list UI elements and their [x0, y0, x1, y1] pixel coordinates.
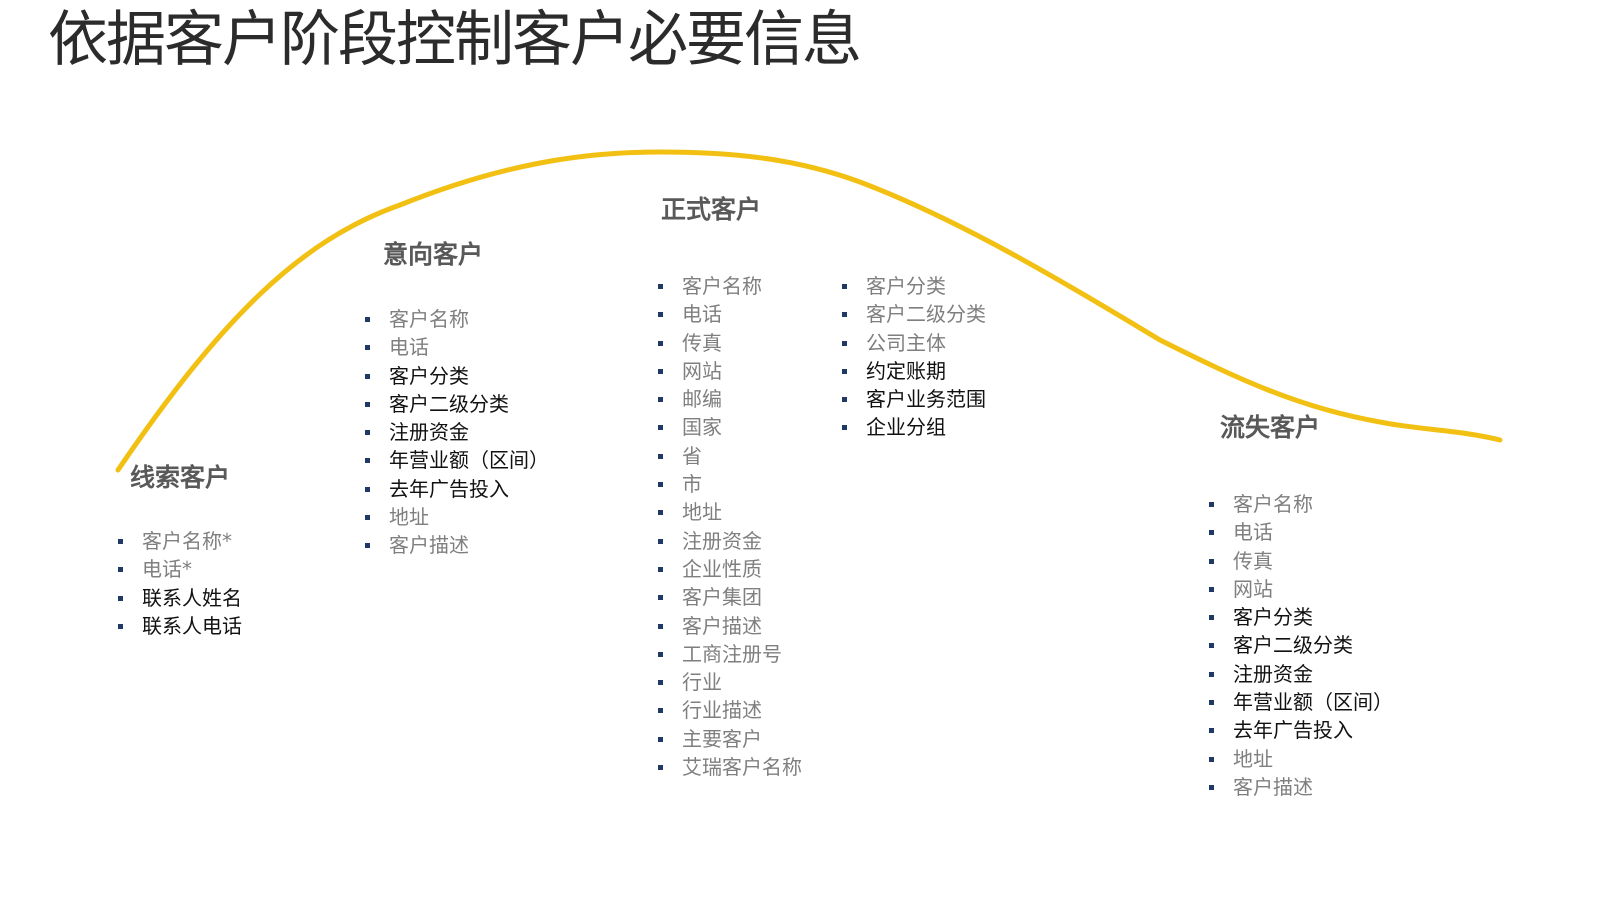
field-item: 年营业额（区间）	[1209, 688, 1393, 716]
field-item: 电话	[658, 300, 802, 328]
field-item: 国家	[658, 413, 802, 441]
field-item: 电话*	[118, 555, 242, 583]
field-item: 客户分类	[365, 362, 549, 390]
field-item: 客户描述	[1209, 773, 1393, 801]
field-item: 工商注册号	[658, 640, 802, 668]
field-item: 主要客户	[658, 725, 802, 753]
field-item: 客户二级分类	[1209, 631, 1393, 659]
field-item: 客户分类	[1209, 603, 1393, 631]
field-item: 去年广告投入	[1209, 716, 1393, 744]
field-item: 客户分类	[842, 272, 986, 300]
field-item: 客户名称	[365, 305, 549, 333]
field-item: 客户名称*	[118, 527, 242, 555]
field-item: 电话	[1209, 518, 1393, 546]
field-item: 客户名称	[658, 272, 802, 300]
field-item: 客户集团	[658, 583, 802, 611]
field-item: 市	[658, 470, 802, 498]
field-list-intent: 客户名称电话客户分类客户二级分类注册资金年营业额（区间）去年广告投入地址客户描述	[365, 305, 549, 560]
field-item: 地址	[365, 503, 549, 531]
stage-title-formal: 正式客户	[661, 195, 762, 224]
field-item: 企业分组	[842, 413, 986, 441]
field-item: 邮编	[658, 385, 802, 413]
field-item: 约定账期	[842, 357, 986, 385]
field-item: 行业描述	[658, 696, 802, 724]
stage-title-lead: 线索客户	[130, 463, 231, 492]
field-list-formal-left: 客户名称电话传真网站邮编国家省市地址注册资金企业性质客户集团客户描述工商注册号行…	[658, 272, 802, 781]
stage-title-lost: 流失客户	[1220, 413, 1321, 442]
field-item: 客户业务范围	[842, 385, 986, 413]
field-item: 客户名称	[1209, 490, 1393, 518]
field-item: 地址	[1209, 745, 1393, 773]
field-item: 注册资金	[658, 527, 802, 555]
field-item: 传真	[1209, 547, 1393, 575]
field-item: 网站	[1209, 575, 1393, 603]
field-item: 注册资金	[365, 418, 549, 446]
field-list-formal-right: 客户分类客户二级分类公司主体约定账期客户业务范围企业分组	[842, 272, 986, 442]
page-title: 依据客户阶段控制客户必要信息	[48, 5, 862, 75]
field-item: 省	[658, 442, 802, 470]
field-item: 注册资金	[1209, 660, 1393, 688]
field-item: 客户描述	[365, 531, 549, 559]
field-list-lead: 客户名称*电话*联系人姓名联系人电话	[118, 527, 242, 640]
field-item: 网站	[658, 357, 802, 385]
field-list-lost: 客户名称电话传真网站客户分类客户二级分类注册资金年营业额（区间）去年广告投入地址…	[1209, 490, 1393, 801]
field-item: 电话	[365, 333, 549, 361]
field-item: 客户二级分类	[842, 300, 986, 328]
field-item: 客户二级分类	[365, 390, 549, 418]
field-item: 客户描述	[658, 612, 802, 640]
field-item: 行业	[658, 668, 802, 696]
field-item: 联系人姓名	[118, 584, 242, 612]
field-item: 地址	[658, 498, 802, 526]
stage-title-intent: 意向客户	[383, 240, 484, 269]
field-item: 传真	[658, 329, 802, 357]
field-item: 去年广告投入	[365, 475, 549, 503]
field-item: 联系人电话	[118, 612, 242, 640]
field-item: 年营业额（区间）	[365, 446, 549, 474]
field-item: 艾瑞客户名称	[658, 753, 802, 781]
field-item: 公司主体	[842, 329, 986, 357]
field-item: 企业性质	[658, 555, 802, 583]
